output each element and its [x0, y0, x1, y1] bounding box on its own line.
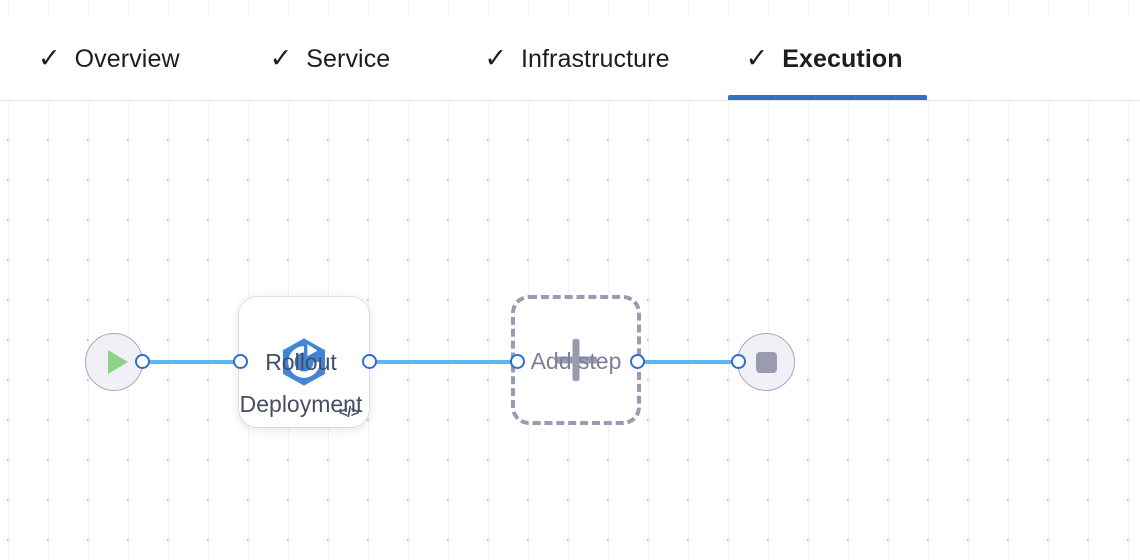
stop-icon — [755, 351, 777, 373]
edge-add-step-to-end[interactable] — [636, 360, 740, 364]
end-node[interactable] — [737, 333, 795, 391]
play-icon — [107, 350, 128, 374]
start-node[interactable] — [85, 333, 143, 391]
check-icon: ✓ — [745, 42, 769, 73]
port-end-input[interactable] — [731, 354, 746, 369]
pipeline-step-tabs: ✓ Overview ✓ Service ✓ Infrastructure ✓ … — [0, 18, 927, 100]
check-icon: ✓ — [269, 42, 293, 73]
rollout-deployment-icon — [282, 338, 326, 386]
port-add-step-output[interactable] — [630, 354, 645, 369]
edge-rollout-to-add-step[interactable] — [368, 360, 518, 364]
tab-overview-label: Overview — [74, 44, 180, 73]
tab-service-label: Service — [306, 44, 391, 73]
tab-service[interactable]: ✓ Service — [270, 18, 391, 100]
check-icon: ✓ — [484, 42, 507, 73]
tab-execution-label: Execution — [782, 44, 903, 73]
code-icon: </> — [338, 404, 360, 421]
tab-execution[interactable]: ✓ Execution — [727, 18, 927, 100]
port-rollout-input[interactable] — [233, 354, 248, 369]
port-add-step-input[interactable] — [510, 354, 525, 369]
tab-infrastructure-label: Infrastructure — [520, 44, 670, 73]
port-rollout-output[interactable] — [362, 354, 377, 369]
rollout-deployment-step-label: Rollout Deployment — [239, 349, 363, 417]
tab-overview[interactable]: ✓ Overview — [38, 18, 180, 100]
add-step-label: Add step — [530, 348, 622, 374]
tab-infrastructure[interactable]: ✓ Infrastructure — [484, 18, 669, 100]
check-icon: ✓ — [38, 42, 61, 73]
pipeline-setup-header: ✓ Overview ✓ Service ✓ Infrastructure ✓ … — [0, 18, 1140, 101]
plus-icon-vertical — [572, 339, 580, 381]
edge-start-to-rollout[interactable] — [141, 360, 245, 364]
execution-flow-graph: </> Rollout Deployment Add step — [0, 101, 1140, 560]
port-start-output[interactable] — [135, 354, 150, 369]
rollout-deployment-step[interactable]: </> — [239, 297, 369, 427]
tab-active-underline — [727, 95, 927, 100]
